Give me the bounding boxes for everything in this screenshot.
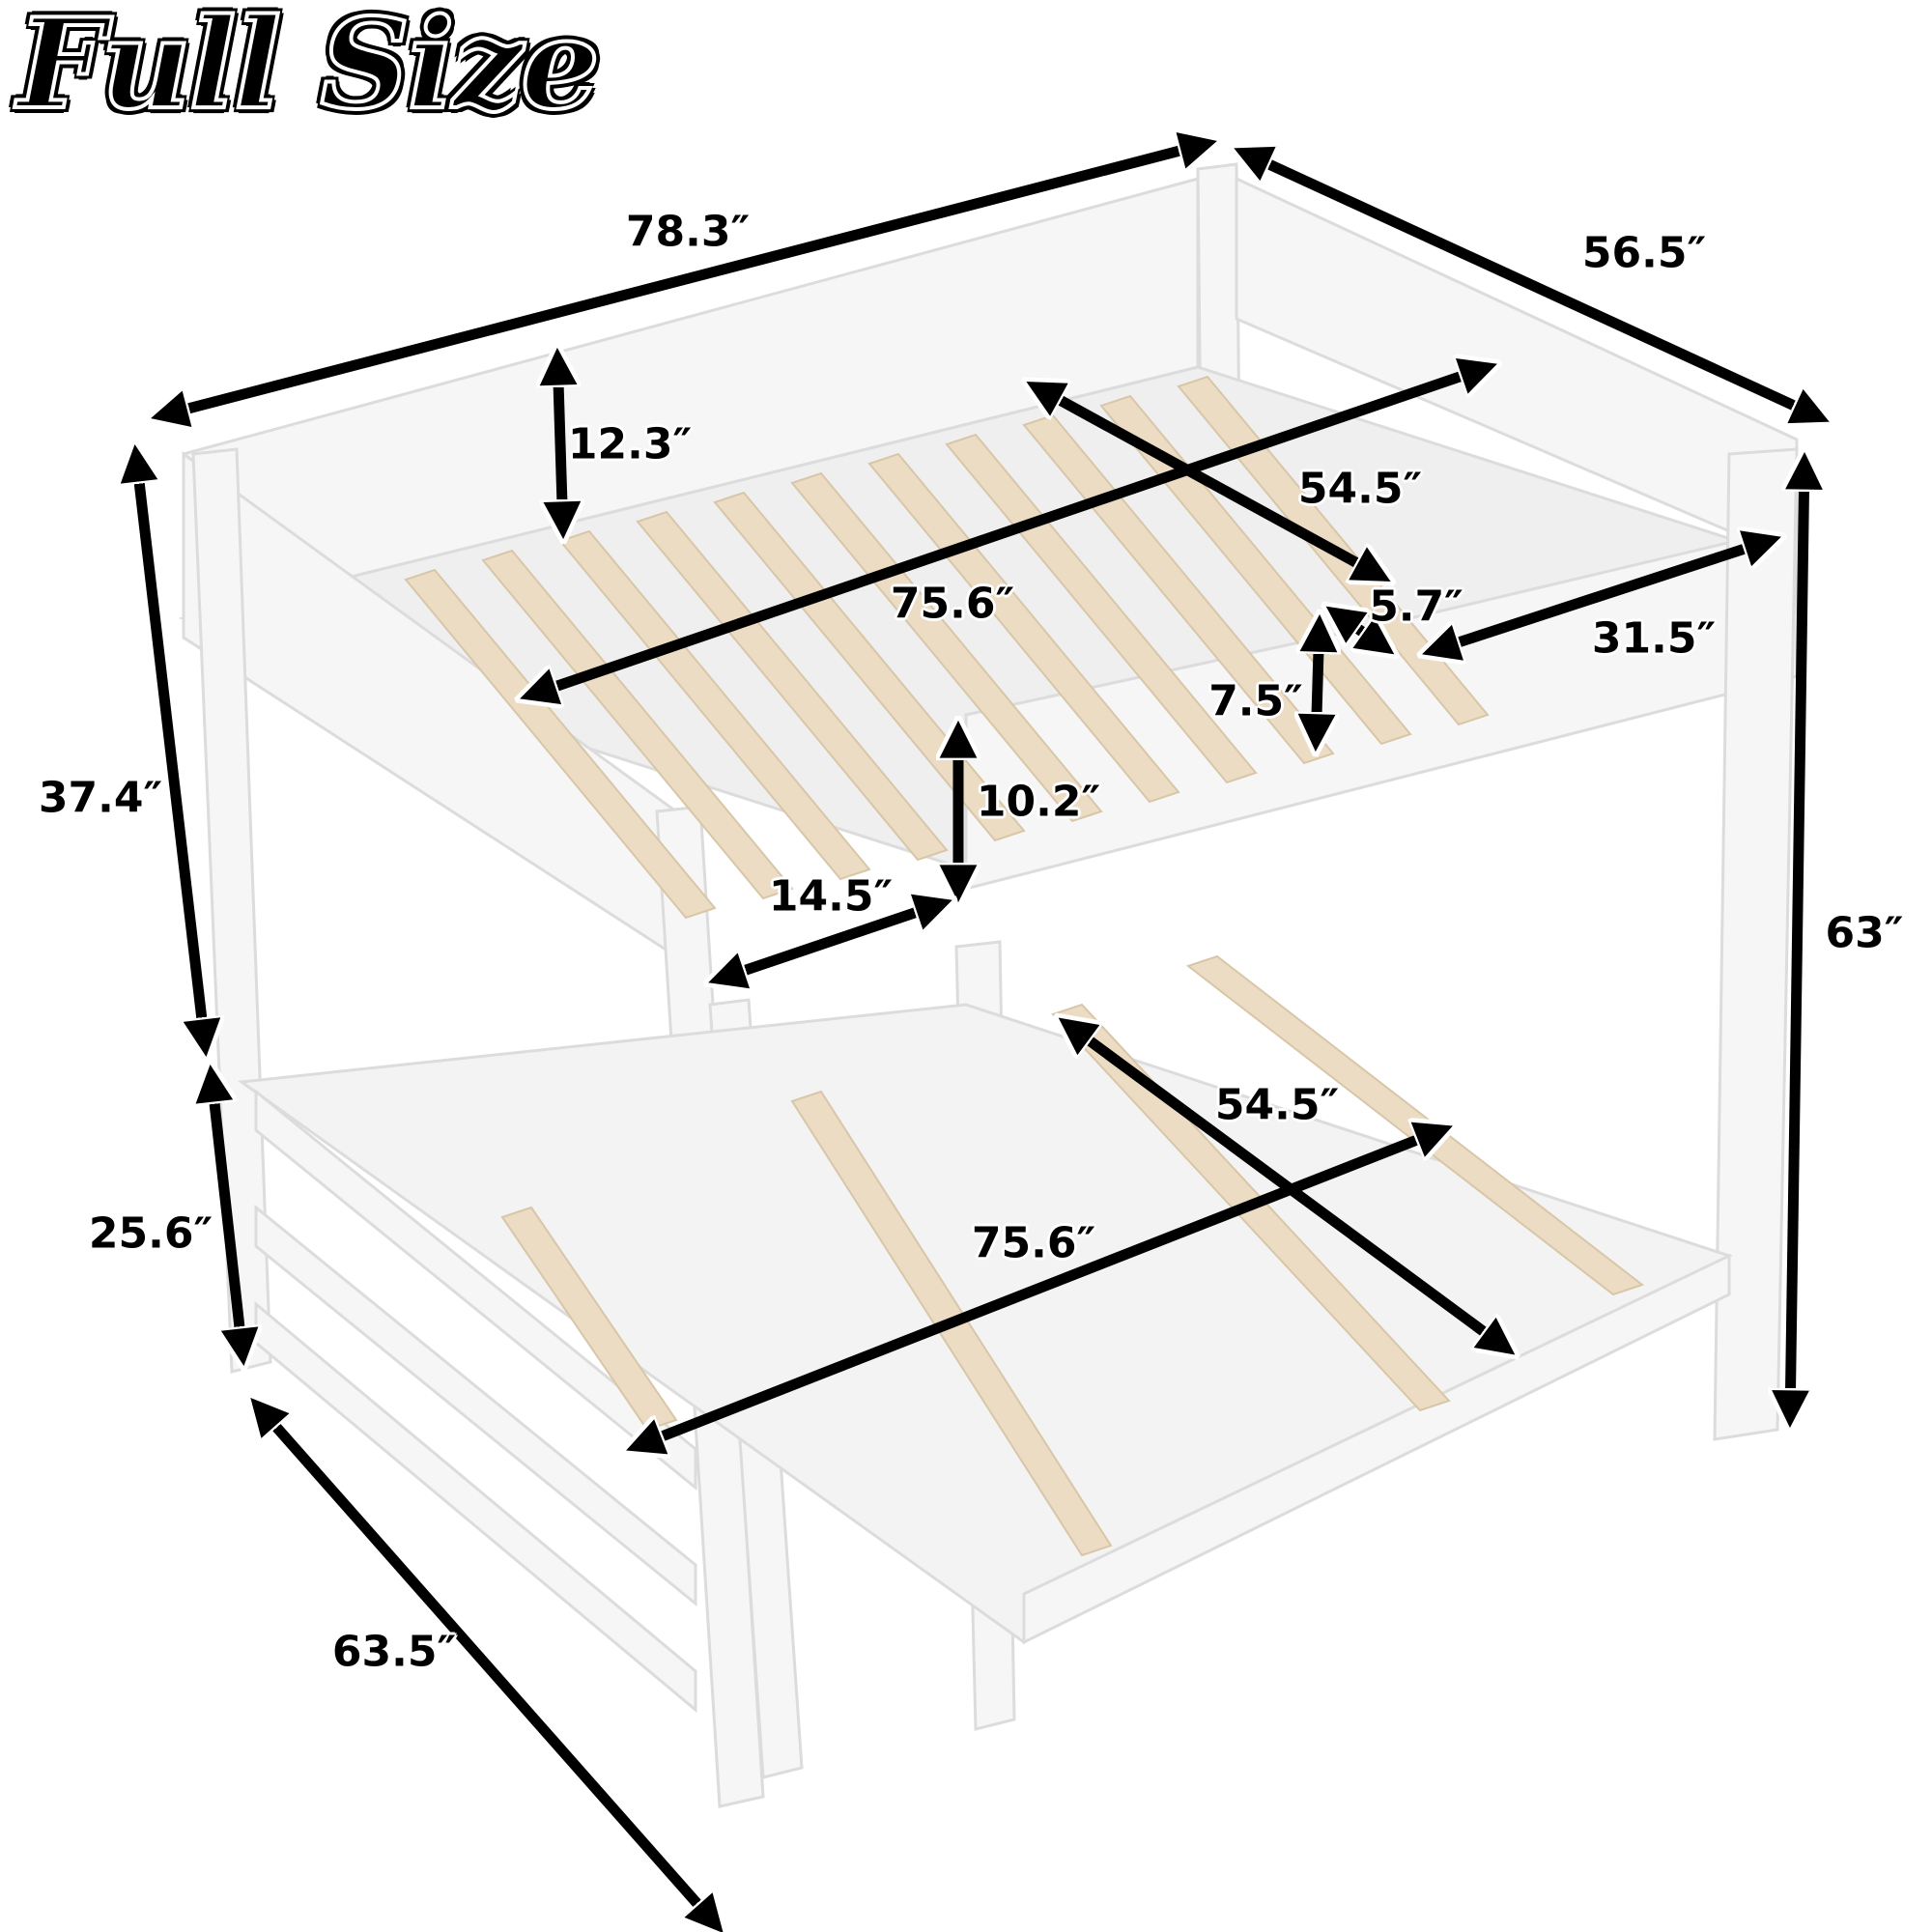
label-top-mattress-length: 75.6″ — [890, 579, 1015, 629]
arrow-top-clearance — [135, 448, 206, 1053]
arrow-footprint-width — [253, 1401, 721, 1932]
label-overall-width: 56.5″ — [1581, 228, 1707, 278]
label-bottom-mattress-width: 54.5″ — [1214, 1080, 1340, 1130]
label-overall-length: 78.3″ — [625, 207, 751, 257]
label-top-mattress-width: 54.5″ — [1297, 464, 1423, 514]
label-top-clearance: 37.4″ — [38, 773, 163, 823]
label-bottom-mattress-length: 75.6″ — [971, 1218, 1096, 1268]
arrow-rail-opening — [1426, 538, 1777, 653]
label-rail-depth: 5.7″ — [1369, 582, 1463, 632]
label-guardrail-height: 12.3″ — [567, 419, 693, 469]
arrow-bottom-mattress-length — [630, 1127, 1449, 1449]
dimension-arrows — [135, 142, 1826, 1932]
label-footprint-width: 63.5″ — [331, 1627, 457, 1677]
arrow-guardrail-height — [557, 352, 563, 535]
label-bottom-height: 25.6″ — [88, 1208, 213, 1259]
label-overall-height: 63″ — [1825, 908, 1904, 958]
label-rail-drop: 7.5″ — [1208, 676, 1303, 726]
label-ladder-rail-height: 10.2″ — [976, 777, 1101, 827]
arrow-rail-drop — [1316, 618, 1320, 748]
arrow-top-mattress-length — [524, 365, 1493, 697]
arrow-overall-height — [1790, 456, 1804, 1424]
label-rail-opening: 31.5″ — [1591, 613, 1717, 664]
arrow-bottom-height — [211, 1068, 243, 1362]
size-title: Full Size — [15, 0, 602, 139]
bed-frame — [178, 162, 1802, 1808]
arrow-overall-width — [1237, 150, 1826, 420]
arrow-ladder-opening — [712, 901, 949, 981]
label-ladder-opening: 14.5″ — [768, 871, 894, 922]
arrow-overall-length — [155, 142, 1213, 417]
